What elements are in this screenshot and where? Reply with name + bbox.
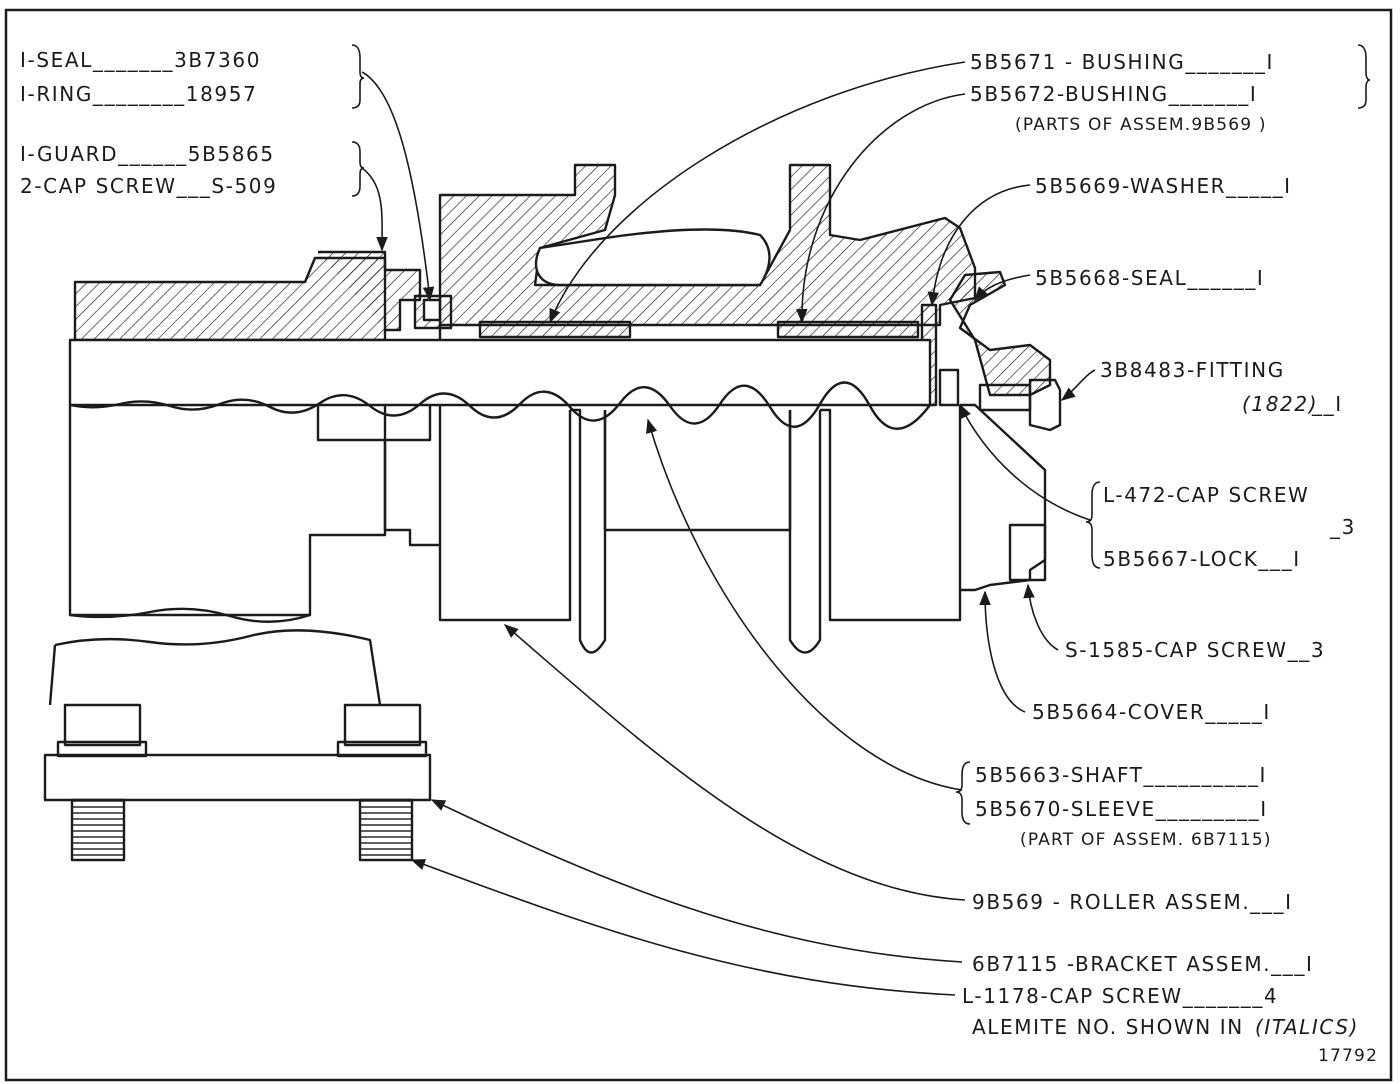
foot-nut-right-washer <box>336 740 428 758</box>
drawing-number: 17792 <box>1318 1046 1379 1066</box>
foot-left-side <box>48 644 57 706</box>
bracket-lower-body <box>68 405 387 617</box>
fitting-tip <box>1028 378 1062 432</box>
label-ring: I-RING________18957 <box>20 82 258 106</box>
label-alemite-note: ALEMITE NO. SHOWN IN <box>972 1015 1244 1039</box>
leader-s1585 <box>1023 583 1059 651</box>
label-seal-5668: 5B5668-SEAL______I <box>1035 266 1265 290</box>
label-sleeve: 5B5670-SLEEVE_________I <box>975 797 1268 821</box>
bracket-break-line <box>69 607 311 623</box>
roller-center-section <box>603 410 792 532</box>
leader-guard <box>361 167 388 252</box>
label-cap-screw-s1585: S-1585-CAP SCREW__3 <box>1065 638 1326 662</box>
foot-stud-left <box>70 798 126 862</box>
leader-seal-ring <box>361 71 435 302</box>
leader-l472 <box>959 403 1091 521</box>
cover-body <box>960 403 1047 592</box>
leader-shaft <box>646 418 963 791</box>
label-parts-of-9b569: (PARTS OF ASSEM.9B569 ) <box>1015 115 1267 135</box>
brace-l472-lock <box>1085 481 1101 569</box>
label-shaft: 5B5663-SHAFT__________I <box>975 763 1268 787</box>
label-bracket-assem: 6B7115 -BRACKET ASSEM.___I <box>972 952 1314 976</box>
brace-bushings <box>1357 44 1371 109</box>
label-seal: I-SEAL_______3B7360 <box>20 48 262 72</box>
leader-roller <box>503 624 966 901</box>
roller-left-flange <box>570 408 607 654</box>
foot-top-break <box>54 629 382 706</box>
foot-nut-left-washer <box>56 740 148 758</box>
label-part-of-6b7115: (PART OF ASSEM. 6B7115) <box>1020 830 1272 850</box>
foot-nut-left-top <box>63 703 142 747</box>
label-washer: 5B5669-WASHER_____I <box>1035 174 1292 198</box>
leader-washer <box>927 184 1031 307</box>
label-alemite-note-italic: (ITALICS) <box>1255 1015 1360 1039</box>
border-frame <box>4 8 1393 1082</box>
label-lock: 5B5667-LOCK___I <box>1103 547 1301 571</box>
label-fitting-qty: __I <box>1312 392 1343 416</box>
bracket-web <box>316 405 432 442</box>
ring-part <box>422 298 442 322</box>
label-cap-screw-s509: 2-CAP SCREW___S-509 <box>20 174 278 198</box>
roller-inner-cavity <box>534 228 771 287</box>
brace-seal-ring <box>351 44 365 109</box>
end-cap-section <box>948 270 1052 397</box>
label-guard: I-GUARD______5B5865 <box>20 142 275 166</box>
leader-fitting <box>1060 369 1096 401</box>
brace-shaft-sleeve <box>955 761 971 825</box>
leader-cover <box>979 590 1026 713</box>
bushing-right <box>776 320 920 339</box>
label-bushing-5671: 5B5671 - BUSHING_______I <box>970 50 1275 74</box>
foot-stud-right <box>358 798 414 862</box>
guard-part <box>318 250 422 332</box>
bracket-inner <box>383 440 440 547</box>
leader-cap-screw-l1178 <box>410 859 956 996</box>
label-cap-screw-l472: L-472-CAP SCREW <box>1103 483 1310 507</box>
roller-right-body <box>820 405 962 622</box>
shaft <box>68 338 932 407</box>
roller-right-flange <box>788 410 822 654</box>
cap-screw-head <box>1008 523 1047 582</box>
label-cover: 5B5664-COVER_____I <box>1032 700 1271 724</box>
shaft-break-line <box>69 381 931 430</box>
label-roller-assem: 9B569 - ROLLER ASSEM.___I <box>972 890 1293 914</box>
label-fitting: 3B8483-FITTING <box>1100 358 1285 382</box>
roller-lower-body <box>438 405 572 622</box>
foot-nut-right-top <box>343 703 422 747</box>
lock-bolt <box>938 368 960 407</box>
label-bushing-5672: 5B5672-BUSHING_______I <box>970 82 1258 106</box>
leader-bushing-5672 <box>796 93 966 324</box>
leader-bushing-5671 <box>549 61 966 324</box>
foot-plate <box>43 753 432 802</box>
bushing-left <box>478 320 632 339</box>
leader-seal-5668 <box>974 274 1031 302</box>
brace-guard-screw <box>351 141 365 197</box>
label-fitting-alemite: (1822) <box>1242 392 1319 416</box>
leader-bracket <box>430 799 963 963</box>
label-cap-screw-l472-qty: _3 <box>1330 515 1356 539</box>
label-cap-screw-l1178: L-1178-CAP SCREW_______4 <box>962 984 1279 1008</box>
